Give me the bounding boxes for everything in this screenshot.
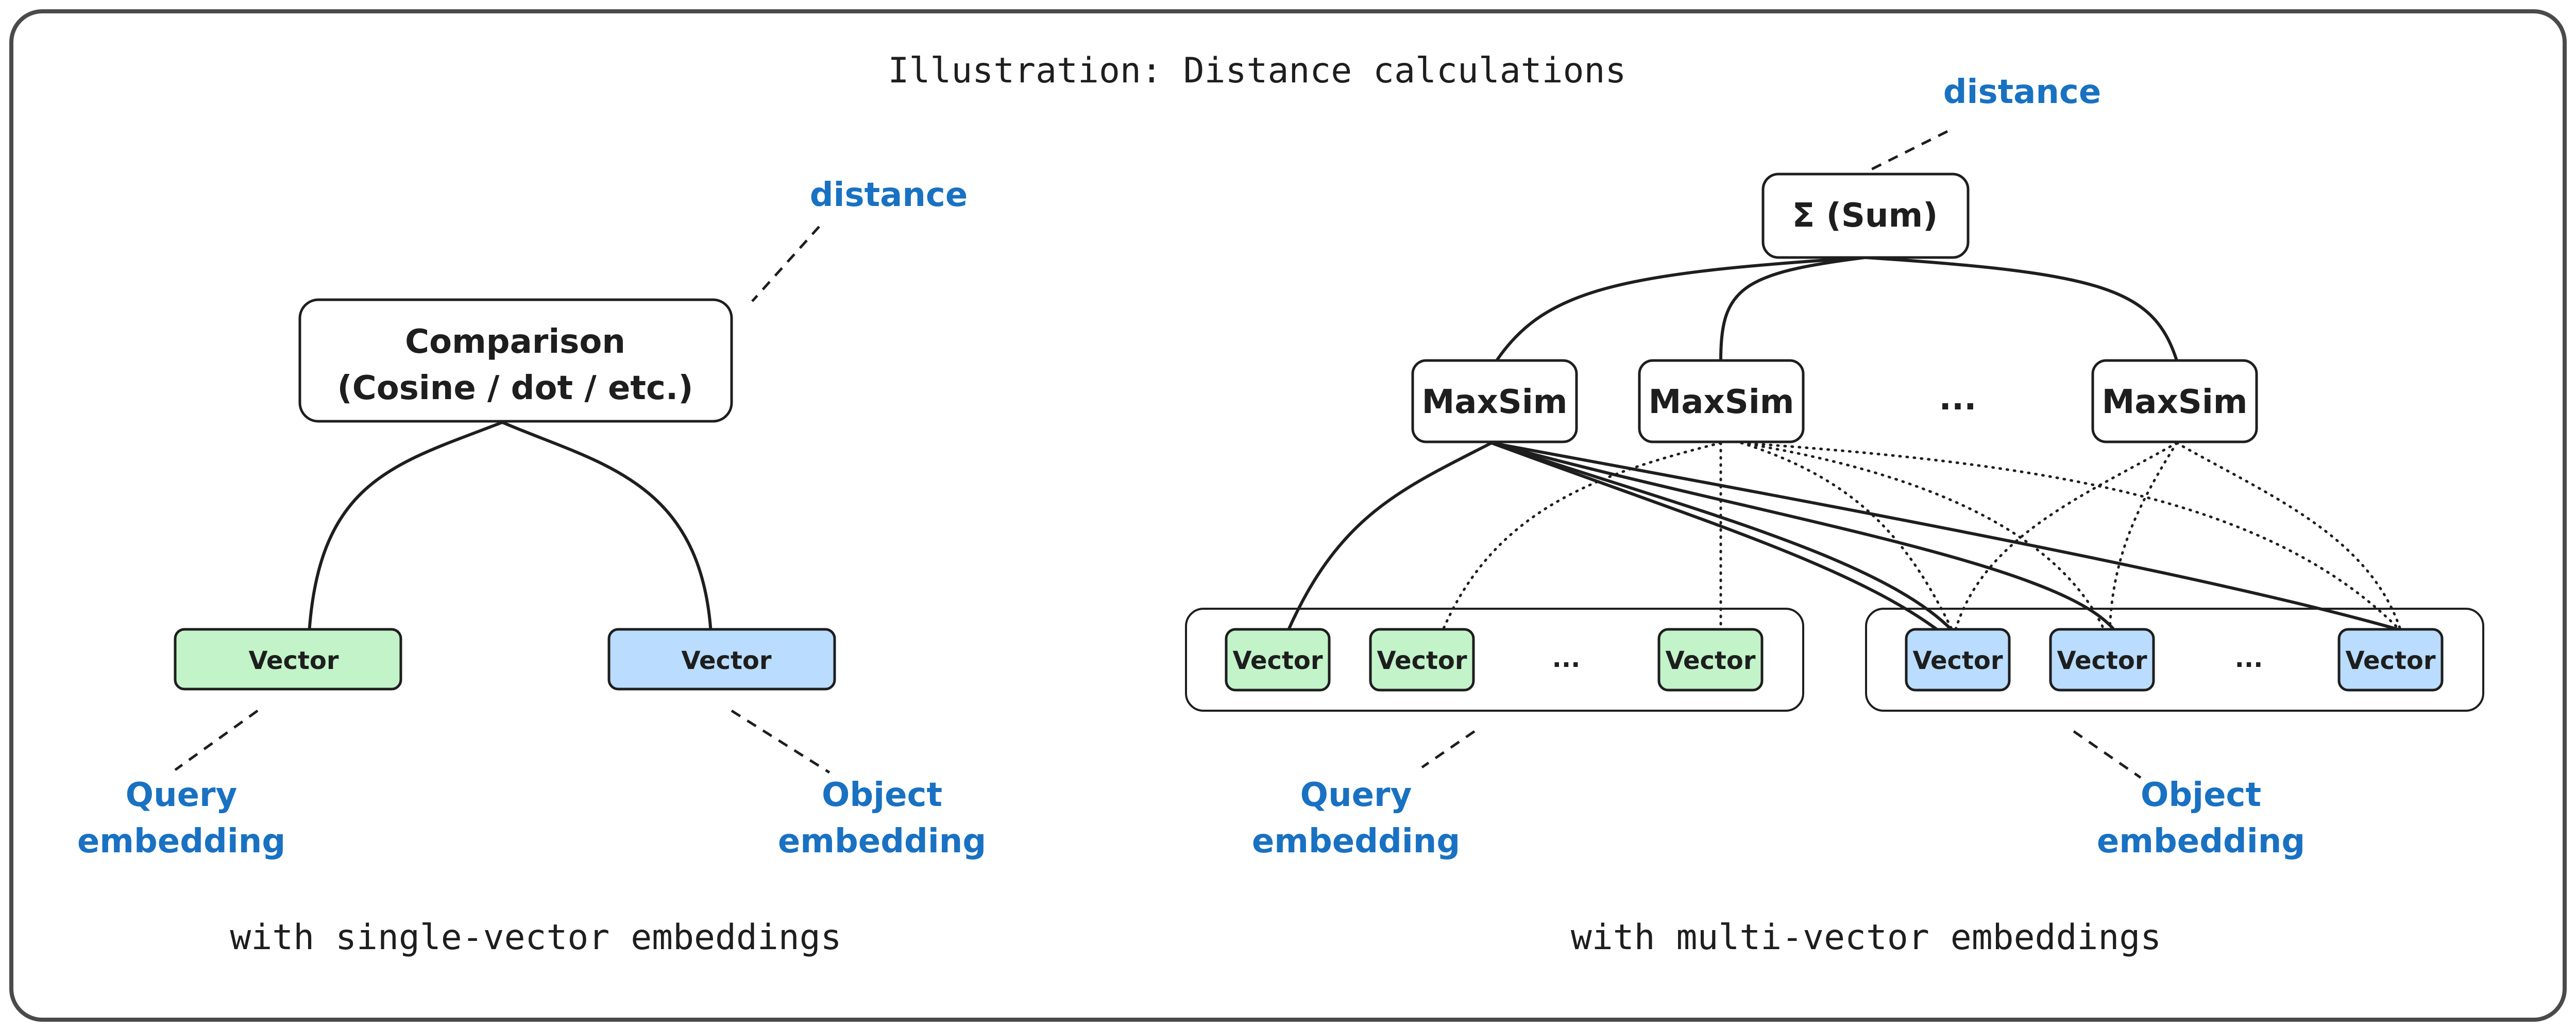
leader-single-object xyxy=(731,709,831,774)
query-vector-2 xyxy=(1369,628,1475,692)
leader-single-distance xyxy=(751,226,820,302)
object-vector-group xyxy=(1865,608,2484,712)
dotted-maxsim3-object1 xyxy=(1954,441,2178,632)
maxsim-label-2: MaxSim xyxy=(1649,383,1794,421)
object-vector-2-label: Vector xyxy=(2057,646,2147,675)
multi-vector-section: Σ (Sum) MaxSim MaxSim ... MaxSim Vector … xyxy=(1185,73,2484,958)
multi-object-label-line1: Object xyxy=(2141,776,2261,814)
connector-comparison-to-object xyxy=(501,421,713,635)
maxsim-box-3 xyxy=(2091,359,2258,443)
connector-maxsim1-query1 xyxy=(1286,441,1493,632)
single-caption: with single-vector embeddings xyxy=(230,917,841,958)
comparison-label-line1: Comparison xyxy=(405,323,625,361)
single-distance-label: distance xyxy=(810,176,968,214)
connector-maxsim1-object1b xyxy=(1490,441,1944,635)
connector-maxsim1-object1 xyxy=(1490,441,1954,632)
leader-multi-object xyxy=(2073,730,2142,779)
comparison-label-line2: (Cosine / dot / etc.) xyxy=(337,369,693,407)
single-object-vector xyxy=(607,628,836,691)
query-vector-group xyxy=(1185,608,1804,712)
dotted-maxsim2-query2 xyxy=(1441,441,1722,632)
multi-object-label-line2: embedding xyxy=(2097,822,2305,861)
query-vector-1 xyxy=(1225,628,1331,692)
object-vector-3 xyxy=(2337,628,2444,692)
leader-multi-distance xyxy=(1864,130,1948,174)
multi-query-label-line1: Query xyxy=(1300,776,1412,814)
connector-comparison-to-query xyxy=(308,421,504,635)
single-object-vector-label: Vector xyxy=(681,646,771,675)
single-object-label-line1: Object xyxy=(822,776,942,814)
dotted-maxsim3-object3 xyxy=(2175,441,2402,632)
dotted-maxsim2-object1 xyxy=(1740,441,1954,632)
maxsim-box-1 xyxy=(1411,359,1578,443)
maxsim-ellipsis: ... xyxy=(1939,380,1977,418)
dotted-maxsim2-object2 xyxy=(1740,441,2106,632)
query-vector-3 xyxy=(1657,628,1764,692)
object-vector-3-label: Vector xyxy=(2345,646,2435,675)
multi-query-label-line2: embedding xyxy=(1252,822,1460,861)
connector-maxsim1-object3 xyxy=(1490,441,2405,632)
sum-box xyxy=(1761,173,1970,259)
diagram-frame xyxy=(9,9,2567,1022)
query-vector-2-label: Vector xyxy=(1377,646,1467,675)
connector-sum-to-maxsim-2 xyxy=(1719,256,1867,362)
sum-label: Σ (Sum) xyxy=(1792,197,1938,235)
single-query-label-line2: embedding xyxy=(77,822,285,861)
single-object-label-line2: embedding xyxy=(778,822,986,861)
single-query-label-line1: Query xyxy=(126,776,238,814)
object-vector-1-label: Vector xyxy=(1912,646,2003,675)
object-vector-ellipsis: ... xyxy=(2235,644,2263,673)
connector-sum-to-maxsim-3 xyxy=(1863,256,2178,362)
query-vector-1-label: Vector xyxy=(1232,646,1323,675)
multi-caption: with multi-vector embeddings xyxy=(1571,917,2161,958)
connector-sum-to-maxsim-1 xyxy=(1495,256,1867,362)
object-vector-1 xyxy=(1905,628,2011,692)
maxsim-label-3: MaxSim xyxy=(2102,383,2248,421)
object-vector-2 xyxy=(2049,628,2155,692)
query-vector-3-label: Vector xyxy=(1665,646,1755,675)
dotted-maxsim2-object3 xyxy=(1740,441,2402,632)
maxsim-box-2 xyxy=(1638,359,1805,443)
single-query-vector xyxy=(174,628,402,691)
query-vector-ellipsis: ... xyxy=(1552,644,1581,673)
comparison-box xyxy=(298,298,733,423)
dotted-maxsim3-object2 xyxy=(2108,441,2178,632)
maxsim-label-1: MaxSim xyxy=(1422,383,1568,421)
single-query-vector-label: Vector xyxy=(248,646,338,675)
diagram-title: Illustration: Distance calculations xyxy=(888,50,1626,91)
connector-maxsim1-object2 xyxy=(1490,441,2116,632)
multi-distance-label: distance xyxy=(1943,73,2102,111)
single-vector-section: Comparison (Cosine / dot / etc.) Vector … xyxy=(77,176,986,958)
